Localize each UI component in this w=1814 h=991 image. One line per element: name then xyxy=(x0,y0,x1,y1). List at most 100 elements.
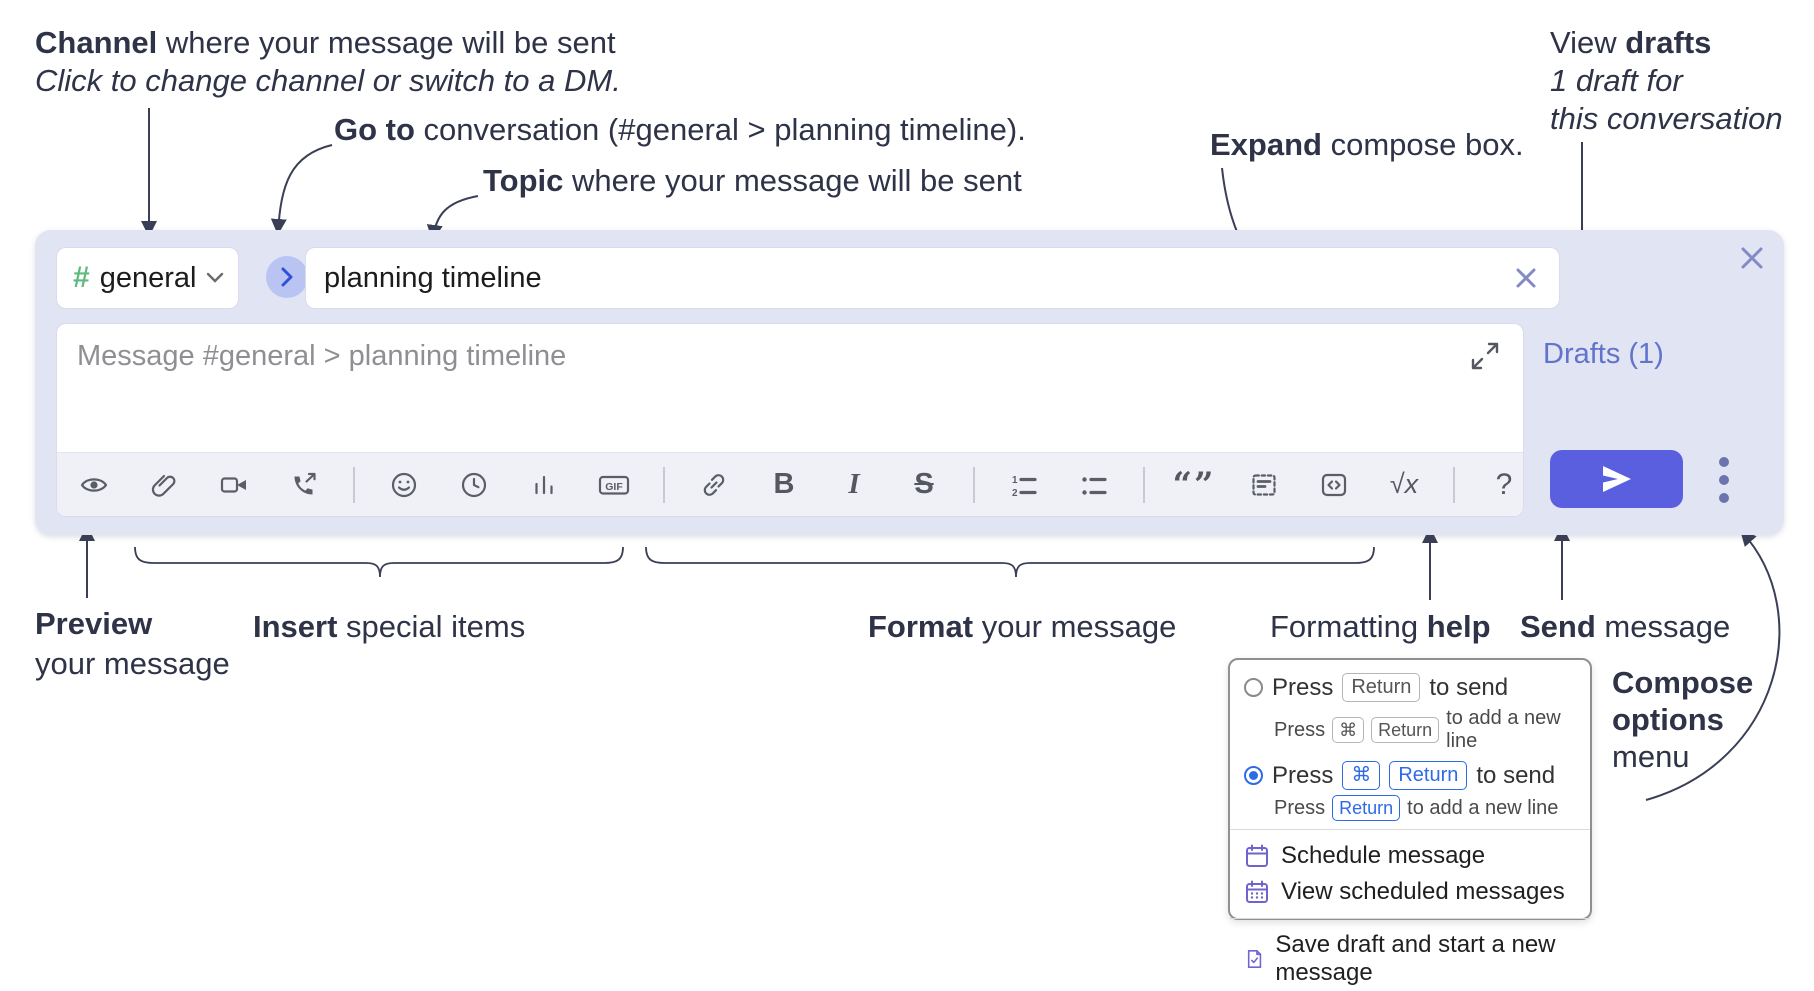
topic-value: planning timeline xyxy=(324,261,542,294)
italic-button[interactable]: I xyxy=(819,457,889,513)
menu-divider xyxy=(1230,829,1590,830)
option-enter-to-send-hint: Press ⌘ Return to add a new line xyxy=(1274,707,1561,752)
annotation-expand: Expand compose box. xyxy=(1210,127,1524,162)
kebab-dot xyxy=(1719,493,1729,503)
compose-options-menu: Press Return to send Press ⌘ Return to a… xyxy=(1228,658,1592,986)
channel-selector[interactable]: # general xyxy=(56,247,240,309)
global-time-button[interactable] xyxy=(439,457,509,513)
menu-item-view-scheduled[interactable]: View scheduled messages xyxy=(1244,874,1576,910)
phone-call-icon xyxy=(294,472,316,494)
annotation-format: Format your message xyxy=(868,609,1177,644)
latex-math-icon: √x xyxy=(1389,469,1419,499)
radio-unselected-icon[interactable] xyxy=(1244,678,1263,697)
kebab-dot xyxy=(1719,475,1729,485)
bar-chart-icon xyxy=(535,475,553,494)
annotation-insert: Insert special items xyxy=(253,609,526,644)
go-to-conversation-button[interactable] xyxy=(266,256,308,298)
annotation-preview: Preview your message xyxy=(35,606,230,681)
poll-button[interactable] xyxy=(509,457,579,513)
annotation-view-drafts: View drafts 1 draft for this conversatio… xyxy=(1550,25,1783,136)
calendar-grid-icon xyxy=(1246,880,1268,903)
option-cmd-enter-to-send[interactable]: Press ⌘ Return to send xyxy=(1244,761,1576,790)
svg-text:GIF: GIF xyxy=(605,481,623,493)
clear-topic-icon[interactable] xyxy=(1511,263,1541,293)
spoiler-button[interactable] xyxy=(1229,457,1299,513)
annotation-channel: Channel where your message will be sent … xyxy=(35,25,621,98)
option-cmd-enter-to-send-hint: Press Return to add a new line xyxy=(1274,795,1576,821)
numbered-list-icon: 12 xyxy=(1012,475,1037,499)
gif-button[interactable]: GIF xyxy=(579,457,649,513)
strikethrough-icon: S xyxy=(914,468,934,500)
strikethrough-button[interactable]: S xyxy=(889,457,959,513)
expand-compose-icon[interactable] xyxy=(1469,340,1501,372)
math-button[interactable]: √x xyxy=(1369,457,1439,513)
message-box: Message #general > planning timeline xyxy=(56,323,1524,517)
drafts-link[interactable]: Drafts (1) xyxy=(1543,338,1664,370)
paperclip-icon xyxy=(151,474,176,497)
bulleted-list-button[interactable] xyxy=(1059,457,1129,513)
toolbar-divider xyxy=(353,466,355,503)
brace-format xyxy=(645,546,1375,578)
gif-icon: GIF xyxy=(598,475,630,495)
menu-divider xyxy=(1230,918,1590,919)
emoji-button[interactable] xyxy=(369,457,439,513)
key-return: Return xyxy=(1342,673,1421,702)
message-formatting-help-button[interactable]: ? xyxy=(1469,457,1539,513)
send-button[interactable] xyxy=(1550,450,1683,508)
channel-hash-icon: # xyxy=(73,261,90,294)
kebab-dot xyxy=(1719,457,1729,467)
svg-text:1: 1 xyxy=(1012,475,1018,486)
topic-input[interactable]: planning timeline xyxy=(305,247,1560,309)
annotation-compose-options: Compose options menu xyxy=(1612,665,1754,774)
bold-button[interactable]: B xyxy=(749,457,819,513)
annotation-send: Send message xyxy=(1520,609,1731,644)
smiley-icon xyxy=(391,472,417,497)
quote-button[interactable]: “” xyxy=(1159,457,1229,513)
key-return: Return xyxy=(1332,795,1401,821)
bulleted-list-icon xyxy=(1082,476,1107,495)
attach-file-button[interactable] xyxy=(129,457,199,513)
preview-button[interactable] xyxy=(59,457,129,513)
code-button[interactable] xyxy=(1299,457,1369,513)
key-return: Return xyxy=(1389,761,1468,790)
close-compose-icon[interactable] xyxy=(1736,242,1768,274)
annotation-formatting-help: Formatting help xyxy=(1270,609,1491,644)
svg-text:2: 2 xyxy=(1012,488,1018,499)
clock-icon xyxy=(461,472,487,497)
eye-icon xyxy=(80,477,108,492)
voice-call-button[interactable] xyxy=(269,457,339,513)
brace-insert xyxy=(134,546,624,578)
video-camera-icon xyxy=(220,476,246,493)
key-cmd: ⌘ xyxy=(1342,761,1381,790)
connector-goto xyxy=(270,144,333,235)
toolbar-divider xyxy=(1143,466,1145,503)
toolbar-divider xyxy=(973,466,975,503)
annotation-topic: Topic where your message will be sent xyxy=(483,163,1022,198)
compose-box: # general planning timeline Drafts (1) M… xyxy=(35,230,1784,535)
paper-plane-icon xyxy=(1602,466,1631,492)
bold-icon: B xyxy=(773,468,795,500)
link-button[interactable] xyxy=(679,457,749,513)
compose-options-button[interactable] xyxy=(1707,454,1741,506)
key-cmd: ⌘ xyxy=(1332,717,1365,743)
menu-item-schedule-message[interactable]: Schedule message xyxy=(1244,838,1576,874)
key-return: Return xyxy=(1371,717,1440,743)
calendar-icon xyxy=(1246,844,1268,867)
option-enter-to-send[interactable]: Press Return to send xyxy=(1244,673,1576,702)
video-call-button[interactable] xyxy=(199,457,269,513)
menu-item-save-draft[interactable]: Save draft and start a new message xyxy=(1244,927,1576,991)
chevron-right-icon xyxy=(281,267,293,287)
question-mark-icon: ? xyxy=(1495,467,1513,501)
annotation-goto: Go to conversation (#general > planning … xyxy=(334,112,1026,147)
toolbar-divider xyxy=(663,466,665,503)
code-icon xyxy=(1321,473,1347,496)
message-textarea[interactable]: Message #general > planning timeline xyxy=(57,324,1523,450)
blockquote-icon: “” xyxy=(1172,464,1216,505)
toolbar-divider xyxy=(1453,466,1455,503)
link-icon xyxy=(703,473,725,496)
radio-selected-icon[interactable] xyxy=(1244,766,1263,785)
chevron-down-icon xyxy=(207,272,224,283)
italic-icon: I xyxy=(848,468,860,500)
